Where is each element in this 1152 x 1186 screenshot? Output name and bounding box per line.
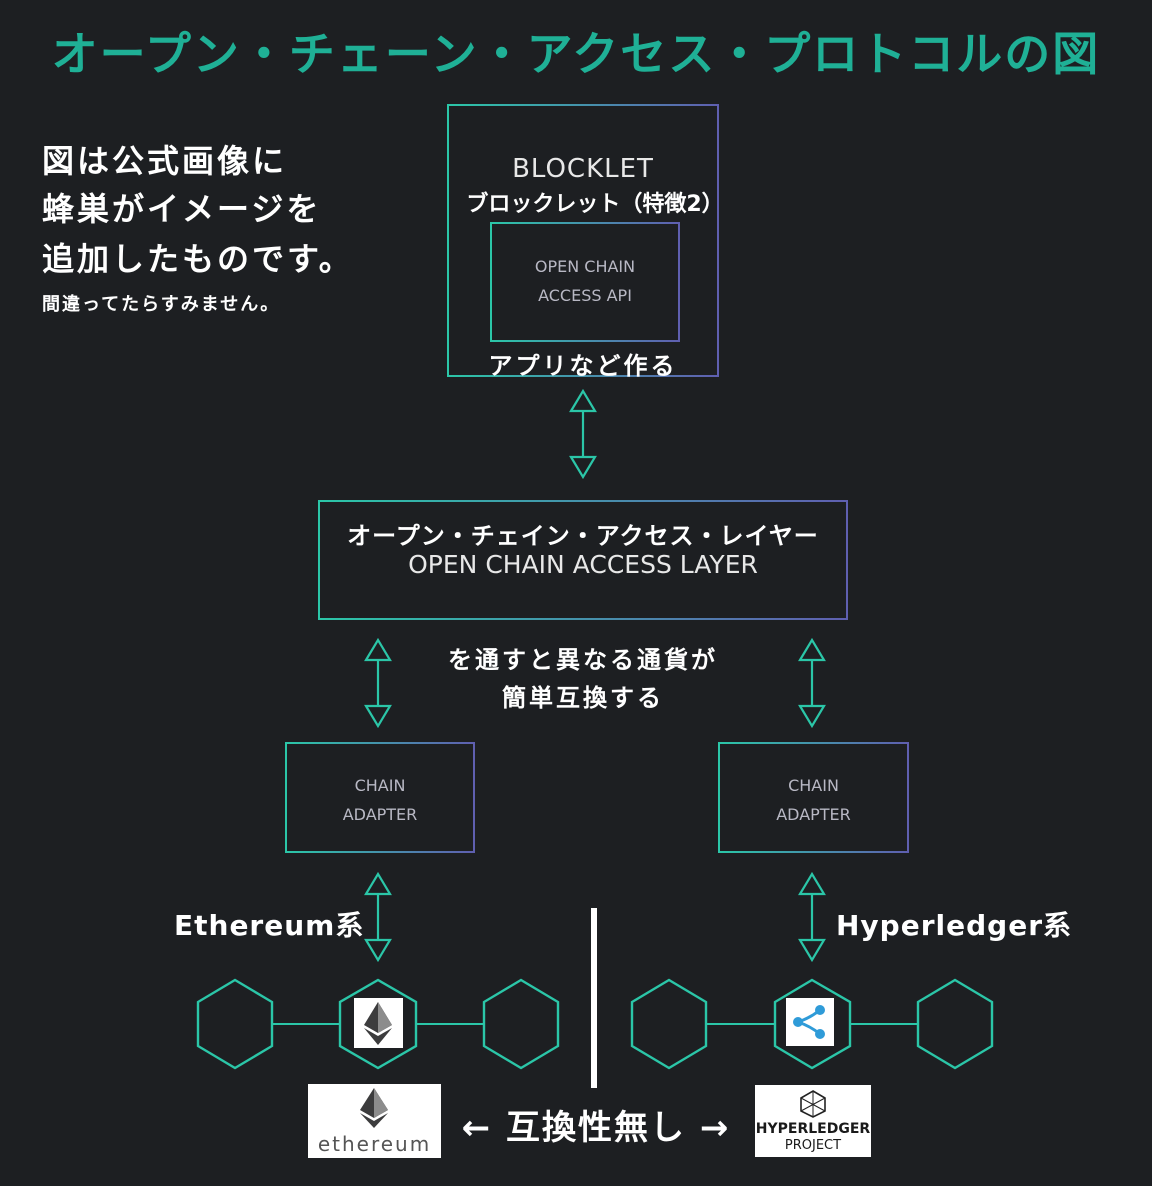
hexagon-icon [338, 978, 418, 1070]
blocklet-caption: アプリなど作る [488, 352, 678, 380]
adapter-left-line-2: ADAPTER [342, 805, 418, 824]
hyperledger-logo: HYPERLEDGER PROJECT [755, 1085, 871, 1157]
api-label-line-1: OPEN CHAIN [534, 257, 636, 276]
hexagon-icon [196, 978, 274, 1070]
hexagon-icon [482, 978, 560, 1070]
hexagon-icon [916, 978, 994, 1070]
open-chain-access-layer-box [318, 500, 848, 620]
hyperledger-logo-line-2: PROJECT [784, 1138, 842, 1153]
xrp-ripple-icon [786, 998, 834, 1046]
layer-title-jp: オープン・チェイン・アクセス・レイヤー [347, 522, 819, 550]
adapter-left-line-1: CHAIN [354, 776, 406, 795]
incompatible-label: ← 互換性無し → [461, 1108, 731, 1148]
chain-adapter-left [285, 742, 475, 853]
hexagon-icon [630, 978, 708, 1070]
adapter-right-line-1: CHAIN [788, 776, 839, 795]
exchange-note-line-2: 簡単互換する [502, 684, 664, 712]
hexagon-icon [773, 978, 852, 1070]
layer-title-en: OPEN CHAIN ACCESS LAYER [408, 550, 758, 579]
api-label-line-2: ACCESS API [538, 286, 632, 305]
double-arrow-icon [364, 638, 392, 728]
double-arrow-icon [569, 389, 597, 479]
open-chain-access-api-box [490, 222, 680, 342]
note-line-4: 間違ってたらすみません。 [42, 294, 281, 315]
blocklet-title-en: BLOCKLET [512, 154, 654, 184]
hyperledger-logo-line-1: HYPERLEDGER [755, 1121, 871, 1137]
page-title: オープン・チェーン・アクセス・プロトコルの図 [51, 27, 1101, 81]
note-line-3: 追加したものです。 [42, 240, 354, 278]
chain-adapter-right [718, 742, 909, 853]
ethereum-logo-text: ethereum [317, 1132, 432, 1156]
note-line-2: 蜂巣がイメージを [42, 190, 322, 228]
double-arrow-icon [798, 638, 826, 728]
ethereum-chain-label: Ethereum系 [174, 909, 365, 942]
hyperledger-chain-label: Hyperledger系 [836, 909, 1073, 942]
double-arrow-icon [798, 872, 826, 962]
ethereum-icon [360, 1088, 388, 1128]
ethereum-icon [354, 998, 403, 1048]
exchange-note-line-1: を通すと異なる通貨が [448, 646, 718, 674]
blocklet-title-jp: ブロックレット（特徴2） [466, 192, 724, 217]
adapter-right-line-2: ADAPTER [776, 805, 851, 824]
ethereum-logo: ethereum [308, 1084, 441, 1158]
double-arrow-icon [364, 872, 392, 962]
note-line-1: 図は公式画像に [42, 142, 288, 180]
hyperledger-icon [800, 1090, 826, 1118]
